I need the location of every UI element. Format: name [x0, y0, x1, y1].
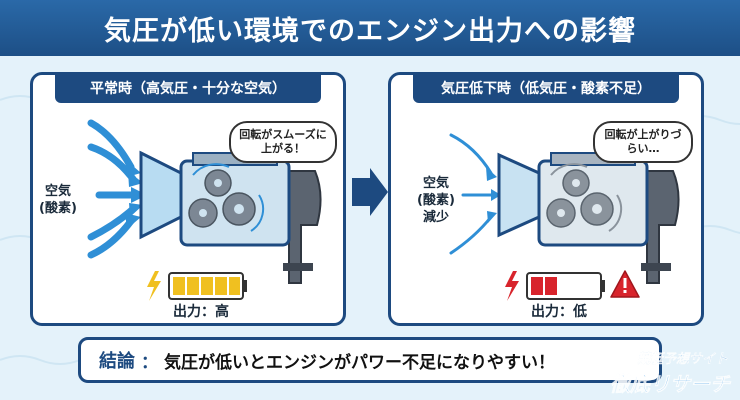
transition-arrow-icon: [352, 168, 388, 216]
engine-scene-low: [449, 133, 680, 301]
air-flow-arrows: [87, 119, 137, 259]
air-label-line2: (酸素): [39, 201, 77, 216]
low-pressure-panel: 気圧低下時（低気圧・酸素不足） 空気 (酸素) 減少 回転が上がりづらい… 出力…: [388, 72, 704, 326]
warning-icon: [610, 270, 640, 298]
air-label-line2: (酸素): [417, 193, 455, 208]
air-oxygen-label: 空気 (酸素): [39, 183, 77, 217]
lightning-icon: [505, 271, 519, 301]
outboard-motor-icon: [640, 170, 680, 284]
output-high-label: 出力：高: [173, 304, 229, 320]
battery-icon-full: [147, 271, 247, 301]
intake-funnel: [497, 152, 541, 238]
air-label-line3: 減少: [422, 210, 449, 225]
air-label-line1: 空気: [422, 176, 449, 191]
normal-condition-panel: 平常時（高気圧・十分な空気） 空気 (酸素) 回転がスムーズに上がる！ 出力：高: [30, 72, 346, 326]
battery-icon-low: [505, 271, 605, 301]
conclusion-box: 結論 ： 気圧が低いとエンジンがパワー不足になりやすい！: [78, 337, 662, 383]
conclusion-head: 結論: [99, 351, 135, 372]
intake-funnel: [139, 150, 183, 240]
speech-bubble-smooth: 回転がスムーズに上がる！: [229, 121, 337, 163]
output-low-label: 出力：低: [531, 304, 587, 320]
engine-scene-normal: [87, 119, 322, 301]
watermark-line1: 競艇予想サイト: [636, 352, 728, 367]
outboard-motor-icon: [282, 170, 322, 284]
lightning-icon: [147, 271, 161, 301]
page-title: 気圧が低い環境でのエンジン出力への影響: [0, 0, 740, 56]
low-panel-header: 気圧低下時（低気圧・酸素不足）: [413, 73, 679, 103]
watermark-line2: 徹底リサーチ: [610, 372, 731, 397]
conclusion-text: 気圧が低いとエンジンがパワー不足になりやすい！: [164, 352, 555, 373]
air-oxygen-reduced-label: 空気 (酸素) 減少: [417, 175, 455, 226]
air-label-line1: 空気: [44, 184, 71, 199]
site-watermark-logo: 競艇予想サイト 徹底リサーチ: [560, 346, 736, 398]
conclusion-colon: ：: [141, 352, 158, 373]
normal-panel-header: 平常時（高気圧・十分な空気）: [55, 73, 321, 103]
air-flow-arrows-thin: [449, 133, 495, 255]
speech-bubble-struggle: 回転が上がりづらい…: [593, 121, 693, 163]
